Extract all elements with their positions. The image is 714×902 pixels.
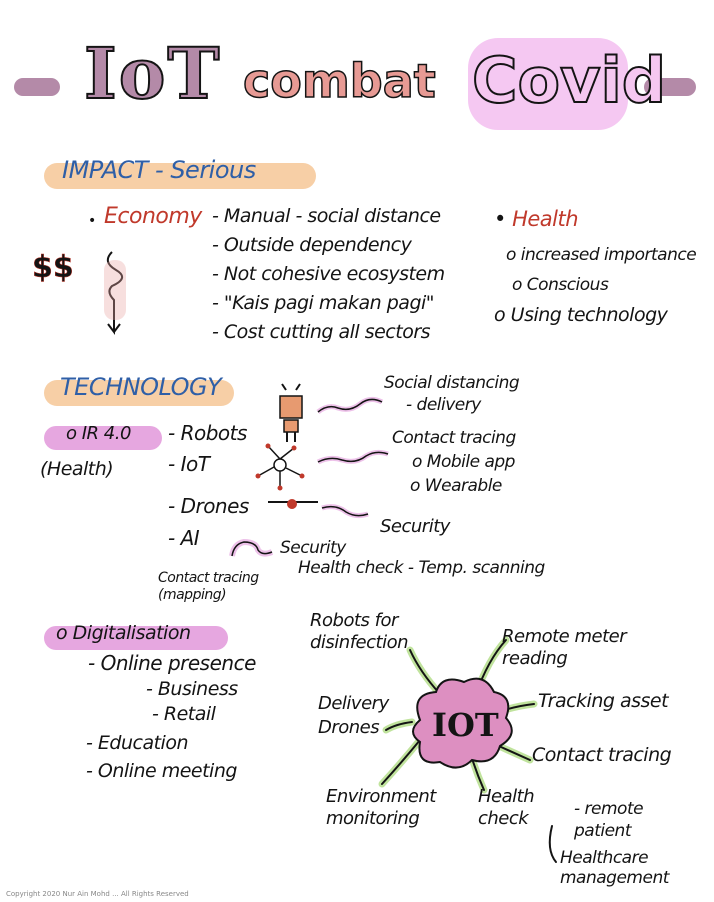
tech-item-ai: - AI xyxy=(168,526,200,550)
tech-item-iot: - IoT xyxy=(168,452,210,476)
footer-copyright: Copyright 2020 Nur Ain Mohd ... All Righ… xyxy=(6,890,189,898)
title-iot: IoT xyxy=(83,31,222,116)
network-icon xyxy=(255,443,305,491)
node-remote-meter: Remote meter reading xyxy=(502,626,627,669)
ai-security: Security xyxy=(280,538,346,558)
title-right-dash xyxy=(644,78,696,96)
node-health-check: Health check xyxy=(478,786,535,829)
health-check-temp: Health check - Temp. scanning xyxy=(298,558,545,578)
digital-item: - Retail xyxy=(152,703,216,725)
node-delivery: Delivery Drones xyxy=(318,693,389,738)
economy-label: Economy xyxy=(104,204,202,229)
digital-item: - Online presence xyxy=(88,651,256,675)
digital-item: - Education xyxy=(86,732,189,754)
digital-item: - Business xyxy=(146,678,238,700)
money-icon: $$ xyxy=(32,250,74,286)
robots-use-line: - delivery xyxy=(406,395,481,415)
economy-list: - Manual - social distance - Outside dep… xyxy=(212,202,445,347)
economy-item: - Manual - social distance xyxy=(212,205,441,227)
health-item: o increased importance xyxy=(506,245,697,265)
iot-use-line: o Wearable xyxy=(410,476,502,496)
economy-item: - Cost cutting all sectors xyxy=(212,321,431,343)
digital-item: - Online meeting xyxy=(86,760,237,782)
node-contact-tracing: Contact tracing xyxy=(532,744,672,766)
robot-icon xyxy=(279,383,303,442)
impact-heading: IMPACT - Serious xyxy=(62,156,256,184)
title-bar: IoT combat Covid xyxy=(0,20,714,130)
ir40-pill xyxy=(44,426,162,450)
tech-item-robots: - Robots xyxy=(168,421,247,445)
digital-pill xyxy=(44,626,228,650)
using-technology: o Using technology xyxy=(494,304,668,326)
title-left-dash xyxy=(14,78,60,96)
health-tag: (Health) xyxy=(40,458,114,480)
node-environment: Environment monitoring xyxy=(326,786,436,829)
title-combat: combat xyxy=(242,53,436,109)
drones-use: Security xyxy=(380,516,450,537)
tech-pill xyxy=(44,380,234,406)
drone-icon xyxy=(268,499,318,509)
contact-tracing-mapping: Contact tracing (mapping) xyxy=(158,570,259,604)
impact-pill xyxy=(44,163,316,189)
mapping-line: (mapping) xyxy=(158,587,227,603)
node-healthcare: Healthcare management xyxy=(560,848,669,888)
economy-item: - Not cohesive ecosystem xyxy=(212,263,445,285)
digital-heading: o Digitalisation xyxy=(56,622,191,644)
mindmap-center: IOT xyxy=(432,706,499,744)
health-label: • Health xyxy=(494,207,579,231)
title-covid-highlight xyxy=(468,38,628,130)
ir40-label: o IR 4.0 xyxy=(66,423,131,444)
tech-heading: TECHNOLOGY xyxy=(60,373,222,401)
economy-item: - "Kais pagi makan pagi" xyxy=(212,292,435,314)
tech-item-drones: - Drones xyxy=(168,494,249,518)
robots-use: Social distancing - delivery xyxy=(384,372,520,416)
iot-use: Contact tracing o Mobile app o Wearable xyxy=(392,426,516,498)
node-tracking-asset: Tracking asset xyxy=(538,690,669,712)
iot-use-line: Contact tracing xyxy=(392,428,516,448)
health-list: o increased importance o Conscious xyxy=(506,240,697,300)
title-covid: Covid xyxy=(471,43,667,118)
iot-use-line: o Mobile app xyxy=(412,452,515,472)
mapping-line: Contact tracing xyxy=(158,570,259,586)
economy-item: - Outside dependency xyxy=(212,234,412,256)
economy-bullet: • xyxy=(88,213,97,229)
health-text: Health xyxy=(512,207,579,231)
health-bullet: • xyxy=(494,207,513,231)
node-remote-patient: - remote patient xyxy=(574,799,644,841)
node-robots: Robots for disinfection xyxy=(310,610,409,653)
health-item: o Conscious xyxy=(512,275,609,295)
robots-use-line: Social distancing xyxy=(384,373,520,393)
